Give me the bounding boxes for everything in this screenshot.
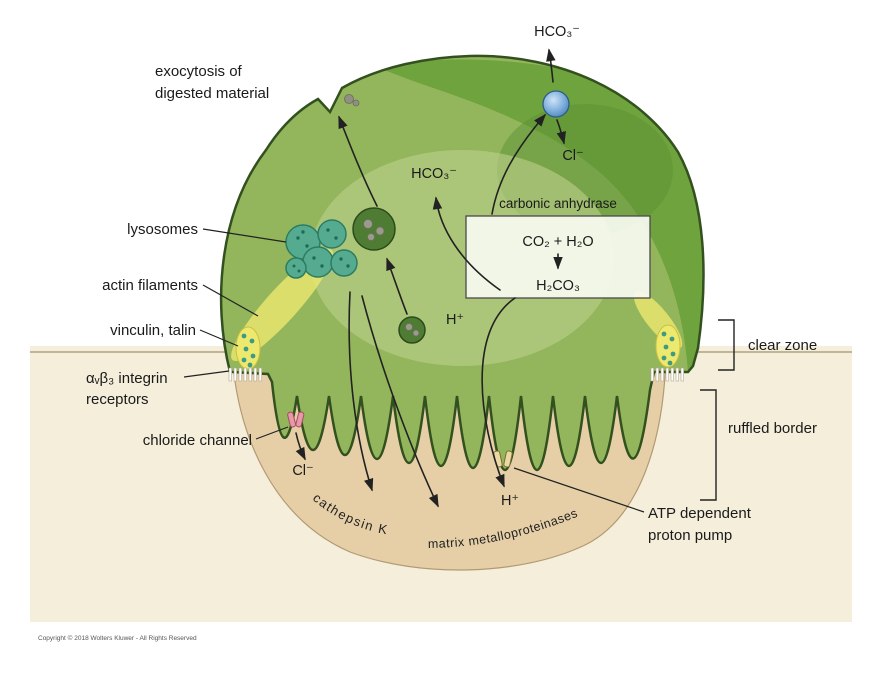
carbonic-anhydrase-label: carbonic anhydrase <box>499 196 617 211</box>
clear-zone-label: clear zone <box>748 337 817 354</box>
atp-pump-label-line1: ATP dependent <box>648 505 752 522</box>
lysosomes-label: lysosomes <box>127 221 198 238</box>
clear-zone-right <box>655 324 681 368</box>
lysosomes-pointer <box>202 228 287 243</box>
cell-membrane-outline <box>219 54 705 471</box>
integrin-label-line2: receptors <box>86 391 149 408</box>
actin-pointer <box>202 284 259 317</box>
ruffled-border-label: ruffled border <box>728 420 817 437</box>
h2co3-formula: H₂CO₃ <box>536 278 580 294</box>
clear-zone-left <box>235 326 261 370</box>
chloride-channel-label: chloride channel <box>143 432 252 449</box>
hco3-export-arrow <box>546 48 556 83</box>
mmp-secretion-arrow <box>361 295 439 508</box>
co2-h2o-formula: CO₂ + H₂O <box>522 234 593 250</box>
integrin-receptors-right <box>650 367 684 382</box>
cl-bottom-label: Cl⁻ <box>292 463 313 479</box>
integrin-label-line1: αᵥβ₃ integrin <box>86 370 168 387</box>
vinculin-talin-label: vinculin, talin <box>110 322 196 339</box>
exocytosed-particle <box>344 94 360 107</box>
h-inner-label: H⁺ <box>446 312 464 328</box>
atp-pump-label-line2: proton pump <box>648 527 732 544</box>
copyright-text: Copyright © 2018 Wolters Kluwer - All Ri… <box>38 634 197 642</box>
hco3-to-exchanger-arrow <box>491 113 547 215</box>
h-to-pump-arrow <box>481 297 516 488</box>
cl-import-arrow <box>556 119 566 145</box>
ruffled-border-bracket <box>700 389 717 501</box>
hco3-dissociation-arrow <box>432 196 501 291</box>
h-bottom-label: H⁺ <box>501 493 519 509</box>
chloride-channel <box>287 411 305 428</box>
cell-light-region <box>310 150 614 366</box>
integrin-pointer <box>183 370 230 378</box>
chloride-pointer <box>255 426 289 440</box>
hco3-top-label: HCO₃⁻ <box>534 24 580 40</box>
cathepsin-secretion-arrow <box>348 291 374 492</box>
exocytosis-label-line1: exocytosis of <box>155 63 243 80</box>
bicarbonate-chloride-exchanger <box>542 90 570 118</box>
hco3-inner-label: HCO₃⁻ <box>411 166 457 182</box>
cl-efflux-arrow <box>295 432 306 461</box>
exocytosis-arrow <box>338 115 378 207</box>
digestion-vesicles <box>352 207 426 344</box>
vinculin-pointer <box>199 329 239 347</box>
exocytosis-label-line2: digested material <box>155 85 269 102</box>
vesicle-transport-arrow <box>386 257 408 315</box>
lysosomes <box>285 219 358 279</box>
actin-filaments-label: actin filaments <box>102 277 198 294</box>
atp-pump-pointer <box>513 467 645 513</box>
cl-top-label: Cl⁻ <box>562 148 583 164</box>
integrin-receptors-left <box>228 367 262 382</box>
clear-zone-bracket <box>718 319 735 371</box>
cell-interior <box>231 59 704 372</box>
